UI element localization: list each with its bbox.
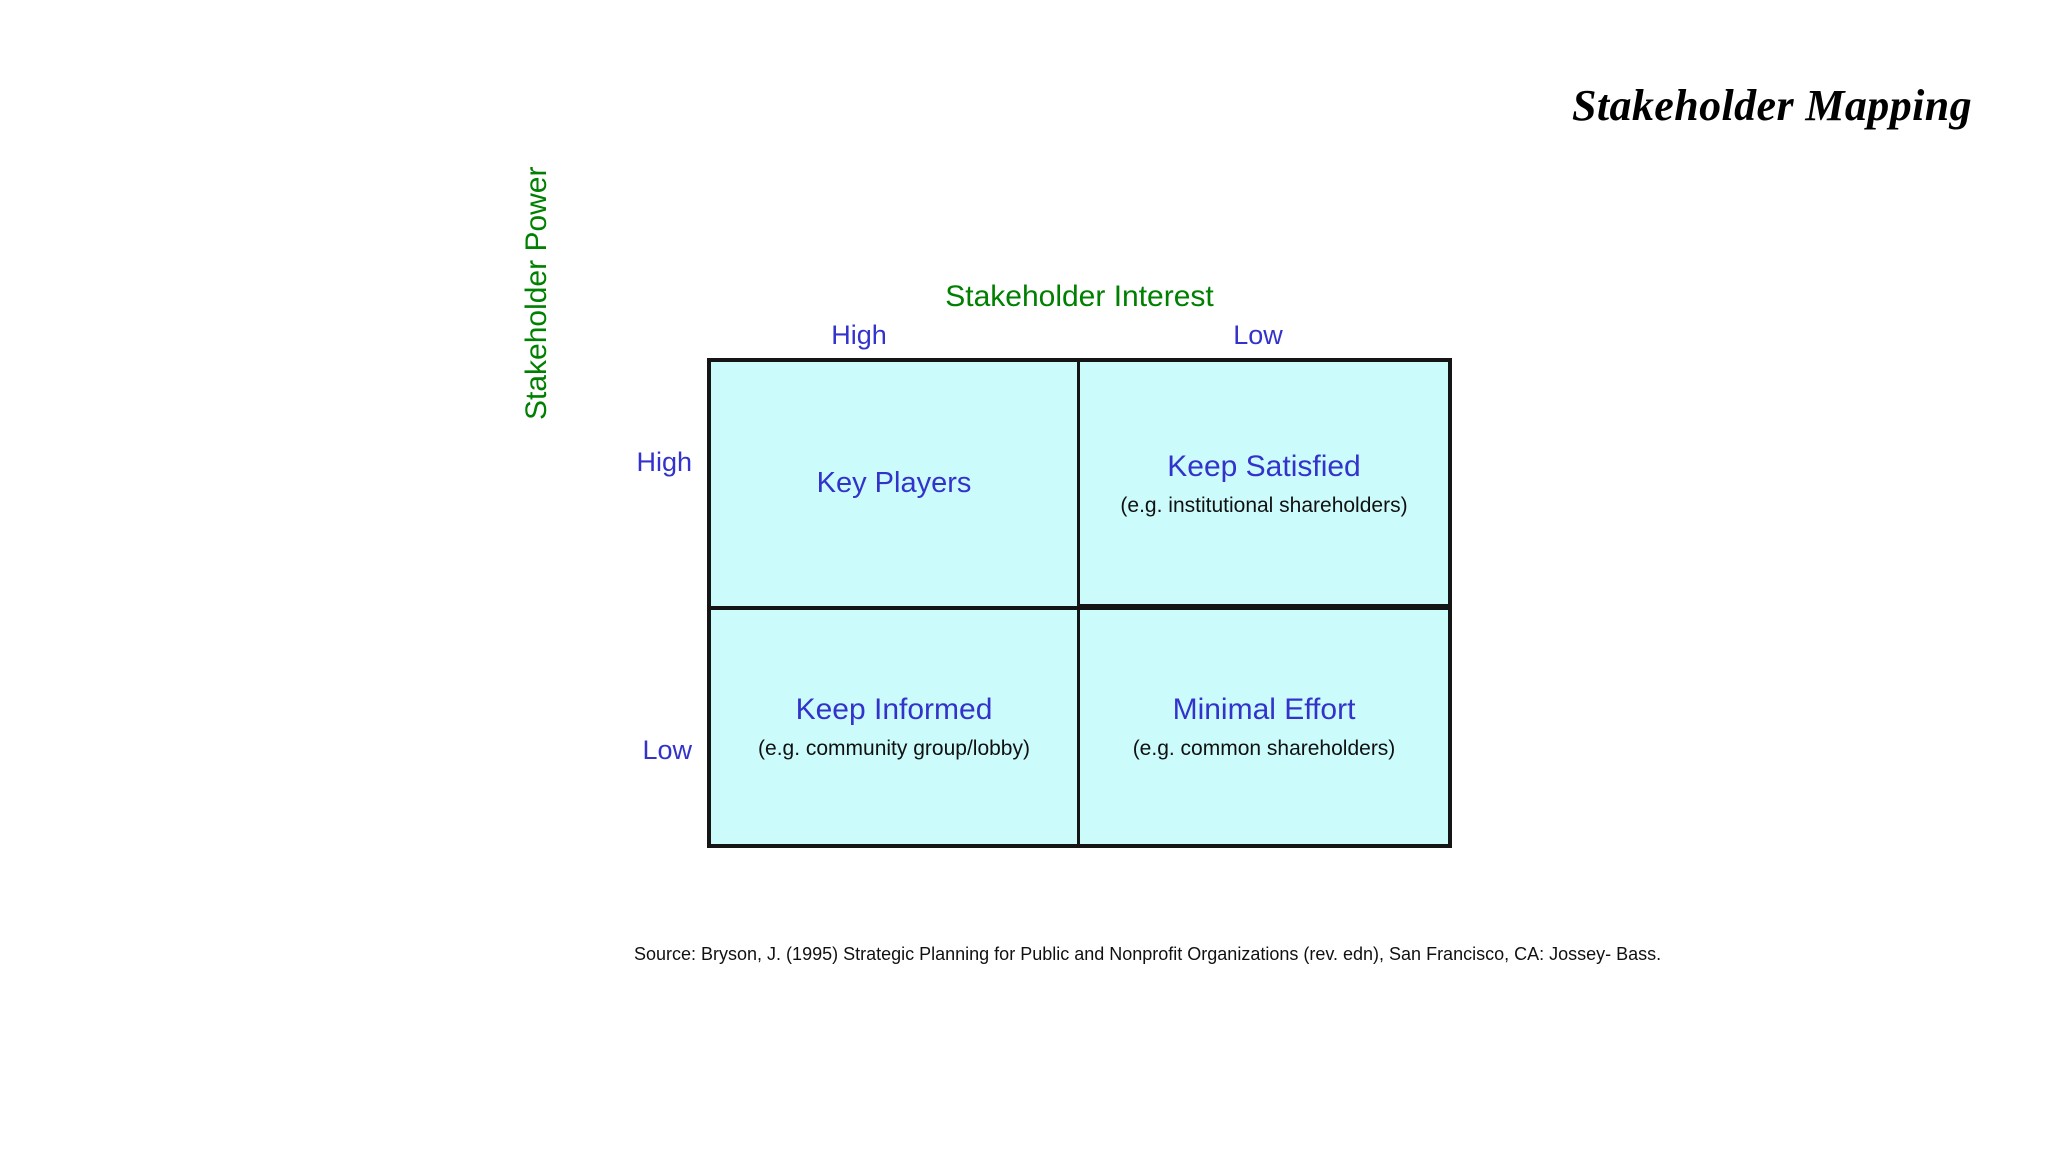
quadrant-keep-informed[interactable]: Keep Informed (e.g. community group/lobb… xyxy=(707,606,1080,848)
quadrant-minimal-effort[interactable]: Minimal Effort (e.g. common shareholders… xyxy=(1080,606,1452,848)
page-title: Stakeholder Mapping xyxy=(1572,81,1972,130)
quadrant-note: (e.g. common shareholders) xyxy=(1132,737,1396,761)
quadrant-note: (e.g. community group/lobby) xyxy=(758,737,1030,761)
quadrant-title: Key Players xyxy=(816,467,972,500)
y-axis-tick-low: Low xyxy=(642,735,692,765)
y-axis-tick-high: High xyxy=(636,447,692,477)
quadrant-keep-satisfied[interactable]: Keep Satisfied (e.g. institutional share… xyxy=(1080,358,1452,606)
x-axis-tick-high: High xyxy=(831,320,887,350)
quadrant-title: Minimal Effort xyxy=(1172,692,1356,726)
quadrant-title: Keep Informed xyxy=(795,692,993,726)
x-axis-tick-low: Low xyxy=(1233,320,1283,350)
quadrant-note: (e.g. institutional shareholders) xyxy=(1120,494,1408,518)
matrix-horizontal-divider xyxy=(1078,604,1452,609)
quadrant-title: Keep Satisfied xyxy=(1167,449,1361,483)
y-axis-title: Stakeholder Power xyxy=(520,60,554,420)
quadrant-key-players[interactable]: Key Players xyxy=(707,358,1080,606)
matrix-grid: Key Players Keep Satisfied (e.g. institu… xyxy=(707,358,1452,848)
x-axis-title: Stakeholder Interest xyxy=(945,280,1214,313)
source-citation: Source: Bryson, J. (1995) Strategic Plan… xyxy=(634,944,1662,964)
y-axis-title-text: Stakeholder Power xyxy=(520,166,553,420)
